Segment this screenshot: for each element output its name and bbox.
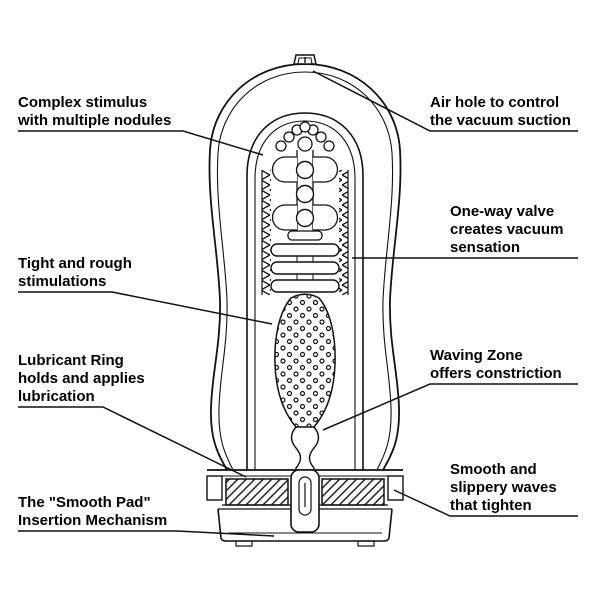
callout-text-line: One-way valve <box>450 203 555 220</box>
callout-text-line: with multiple nodules <box>18 112 172 129</box>
base-assembly <box>206 469 404 547</box>
callout-text-line: slippery waves <box>450 479 557 496</box>
callout-text-line: stimulations <box>18 273 107 290</box>
leader-complex-stimulus <box>18 130 264 156</box>
callout-text-line: lubrication <box>18 388 95 405</box>
zigzag-texture <box>261 170 349 295</box>
callout-text-line: Air hole to control <box>430 94 560 111</box>
disc-stack <box>270 243 340 293</box>
leader-lines <box>18 70 578 537</box>
leader-tight-rough <box>18 291 273 325</box>
callout-text-line: Complex stimulus <box>18 94 148 111</box>
dotted-column <box>274 293 336 471</box>
lubricant-ring-right <box>321 478 385 506</box>
callout-text-line: Waving Zone <box>430 347 523 364</box>
callout-text-line: sensation <box>450 239 521 256</box>
base-bottom-cup <box>217 508 393 542</box>
callout-text-line: that tighten <box>450 497 532 514</box>
smooth-pad-mechanism <box>290 469 320 533</box>
leader-waving-zone <box>322 383 578 431</box>
callout-complex-stimulus: Complex stimulus with multiple nodules <box>18 94 171 130</box>
leader-air-hole <box>312 70 578 132</box>
air-hole-nub <box>293 54 317 65</box>
callout-waving-zone: Waving Zone offers constriction <box>430 347 562 383</box>
leader-smooth-slippery <box>393 489 578 517</box>
base-left-bracket <box>206 475 223 501</box>
leader-lubricant-ring <box>18 406 247 478</box>
callout-text-line: Insertion Mechanism <box>18 512 168 529</box>
callout-text-line: holds and applies <box>18 370 145 387</box>
callout-one-way-valve: One-way valve creates vacuum sensation <box>450 203 563 257</box>
base-foot-left <box>235 540 253 547</box>
callout-air-hole: Air hole to control the vacuum suction <box>430 94 571 130</box>
callout-text-line: Lubricant Ring <box>18 352 124 369</box>
callout-smooth-slippery: Smooth and slippery waves that tighten <box>450 461 557 515</box>
callout-text-line: the vacuum suction <box>430 112 571 129</box>
waving-neck <box>290 426 320 471</box>
callout-text-line: creates vacuum <box>450 221 564 238</box>
leader-smooth-pad <box>18 530 275 537</box>
callout-text-line: Tight and rough <box>18 255 132 272</box>
callout-tight-rough: Tight and rough stimulations <box>18 255 132 291</box>
callout-text-line: The "Smooth Pad" <box>18 494 151 511</box>
valve-head <box>271 121 339 241</box>
base-foot-right <box>357 540 375 547</box>
callout-smooth-pad: The "Smooth Pad" Insertion Mechanism <box>18 494 167 530</box>
callout-text-line: offers constriction <box>430 365 562 382</box>
callout-text-line: Smooth and <box>450 461 537 478</box>
callout-lubricant-ring: Lubricant Ring holds and applies lubrica… <box>18 352 145 406</box>
base-right-bracket <box>387 475 404 501</box>
lubricant-ring-left <box>225 478 289 506</box>
